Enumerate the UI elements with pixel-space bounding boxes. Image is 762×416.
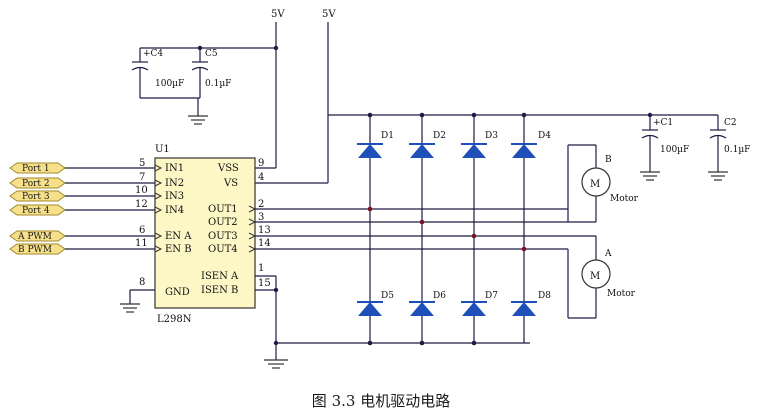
port-label: Port 2 bbox=[22, 179, 50, 189]
ground-symbol bbox=[188, 115, 208, 125]
motor-b: M B Motor bbox=[581, 155, 639, 204]
diode-label: D2 bbox=[433, 131, 446, 141]
circuit-schematic: 5V 5V +C4 100µF C5 0.1µF +C1 bbox=[9, 9, 750, 369]
diode-label: D8 bbox=[538, 291, 551, 301]
diode-d4: D4 bbox=[511, 131, 551, 158]
diode-label: D5 bbox=[381, 291, 394, 301]
diode-label: D4 bbox=[538, 131, 551, 141]
diode-d7: D7 bbox=[461, 291, 498, 316]
chip-l298n: U1 L298N IN1 IN2 IN3 IN4 EN A EN B GND 5… bbox=[135, 144, 271, 325]
pin-number: 15 bbox=[258, 278, 271, 289]
port-2: Port 2 bbox=[9, 177, 155, 189]
diode-d5: D5 bbox=[357, 291, 394, 316]
pin-name: ISEN B bbox=[201, 285, 238, 296]
pin-name: ISEN A bbox=[201, 271, 239, 282]
figure-caption: 图 3.3 电机驱动电路 bbox=[311, 392, 451, 410]
pin-number: 12 bbox=[135, 199, 148, 210]
pin-name: OUT2 bbox=[208, 217, 238, 228]
pin-name: VS bbox=[223, 178, 238, 189]
pin-number: 8 bbox=[139, 277, 145, 288]
chip-part: L298N bbox=[157, 314, 192, 325]
port-1: Port 1 bbox=[9, 162, 155, 174]
pin-number: 2 bbox=[258, 199, 264, 210]
supply-label-right: 5V bbox=[322, 9, 336, 20]
ground-symbol bbox=[264, 359, 288, 369]
c5-name: C5 bbox=[205, 49, 218, 59]
pin-number: 5 bbox=[139, 158, 145, 169]
port-a-pwm: A PWM bbox=[9, 230, 155, 242]
pin-name: EN A bbox=[165, 231, 192, 242]
ground-symbol bbox=[708, 171, 728, 181]
port-label: Port 3 bbox=[22, 192, 50, 202]
pin-number: 13 bbox=[258, 225, 271, 236]
pin-name: IN3 bbox=[165, 191, 184, 202]
port-label: Port 1 bbox=[22, 164, 50, 174]
diode-bridge: D1 D2 D3 D4 D5 D6 bbox=[357, 112, 551, 346]
pin-number: 4 bbox=[258, 172, 264, 183]
pin-name: IN1 bbox=[165, 163, 184, 174]
pin-name: OUT1 bbox=[208, 204, 238, 215]
pin-name: EN B bbox=[165, 244, 192, 255]
motor-ref: A bbox=[604, 249, 612, 259]
c2-value: 0.1µF bbox=[724, 145, 750, 155]
supply-label-left: 5V bbox=[271, 9, 285, 20]
diode-label: D7 bbox=[485, 291, 498, 301]
c2-name: C2 bbox=[724, 118, 737, 128]
pin-name: GND bbox=[165, 287, 190, 298]
diode-d1: D1 bbox=[357, 131, 394, 158]
capacitor-c4: +C4 100µF bbox=[131, 48, 184, 98]
capacitor-c5: C5 0.1µF bbox=[191, 48, 231, 98]
motor-label: Motor bbox=[610, 194, 639, 204]
chip-ref: U1 bbox=[155, 144, 170, 155]
pin-number: 7 bbox=[139, 172, 145, 183]
ground-symbol bbox=[640, 171, 660, 181]
port-label: Port 4 bbox=[22, 206, 50, 216]
port-4: Port 4 bbox=[9, 204, 155, 216]
pin-number: 9 bbox=[258, 158, 264, 169]
port-inputs: Port 1 Port 2 Port 3 Port 4 A PWM B PWM bbox=[9, 162, 155, 255]
port-b-pwm: B PWM bbox=[9, 243, 155, 255]
motor-label: Motor bbox=[607, 289, 636, 299]
motor-symbol: M bbox=[590, 179, 600, 190]
pin-number: 3 bbox=[258, 212, 264, 223]
c5-value: 0.1µF bbox=[205, 79, 231, 89]
c1-value: 100µF bbox=[660, 145, 689, 155]
diode-label: D6 bbox=[433, 291, 446, 301]
pin-number: 1 bbox=[258, 263, 264, 274]
port-label: A PWM bbox=[17, 232, 52, 242]
diode-d8: D8 bbox=[511, 291, 551, 316]
diode-d3: D3 bbox=[461, 131, 498, 158]
pin-name: VSS bbox=[217, 163, 239, 174]
diode-label: D3 bbox=[485, 131, 498, 141]
diode-d6: D6 bbox=[409, 291, 446, 316]
pin-name: IN4 bbox=[165, 205, 184, 216]
capacitor-c2: C2 0.1µF bbox=[709, 115, 750, 172]
port-3: Port 3 bbox=[9, 190, 155, 202]
pin-number: 14 bbox=[258, 238, 271, 249]
diode-label: D1 bbox=[381, 131, 394, 141]
ground-symbol bbox=[120, 303, 140, 313]
pin-name: IN2 bbox=[165, 178, 184, 189]
pin-name: OUT3 bbox=[208, 231, 238, 242]
pin-number: 10 bbox=[135, 185, 148, 196]
pin-name: OUT4 bbox=[208, 244, 238, 255]
motor-ref: B bbox=[605, 155, 612, 165]
pin-number: 6 bbox=[139, 225, 145, 236]
c4-value: 100µF bbox=[155, 79, 184, 89]
pin-number: 11 bbox=[135, 238, 148, 249]
supply-right: 5V bbox=[255, 9, 718, 184]
port-label: B PWM bbox=[18, 245, 52, 255]
motor-symbol: M bbox=[590, 271, 600, 282]
motor-a: M A Motor bbox=[581, 249, 636, 299]
capacitor-c1: +C1 100µF bbox=[641, 115, 689, 172]
diode-d2: D2 bbox=[409, 131, 446, 158]
c4-name: +C4 bbox=[143, 49, 163, 59]
c1-name: +C1 bbox=[653, 118, 673, 128]
